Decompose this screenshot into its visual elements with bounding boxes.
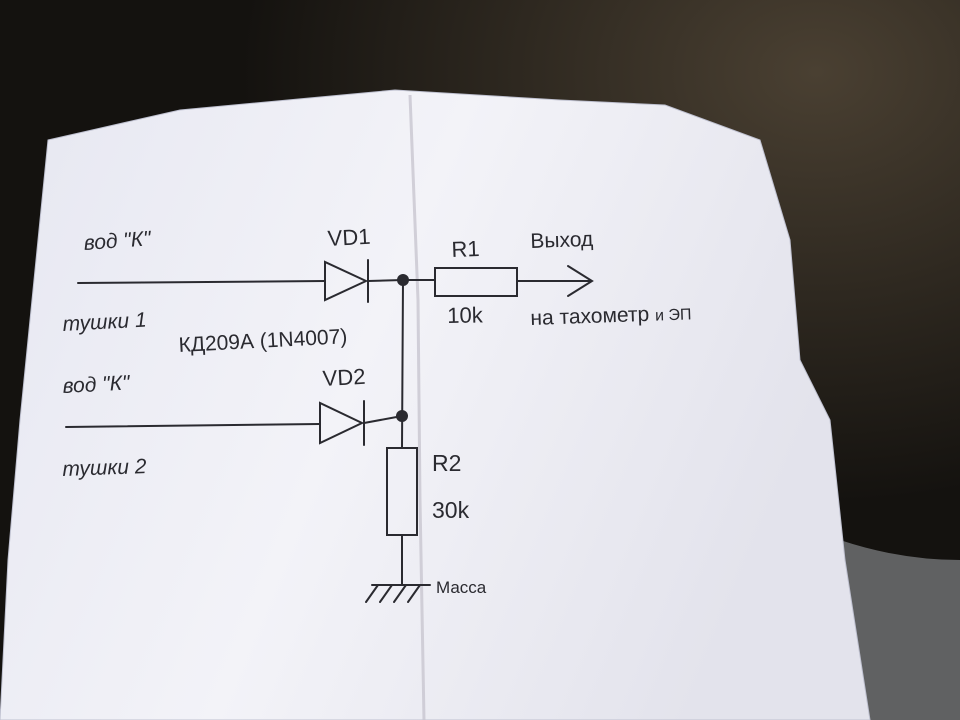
vd1-label: VD1 <box>327 223 372 251</box>
input1-wire <box>77 280 326 284</box>
vertical-bus <box>401 279 404 449</box>
paper-sheet <box>0 89 871 720</box>
input2-label-line1: вод "К" <box>62 371 131 398</box>
r1-value-label: 10k <box>447 302 483 328</box>
ground-symbol <box>365 584 431 603</box>
input1-label-line1: вод "К" <box>83 227 152 255</box>
input2-wire <box>65 423 321 428</box>
ground-label: Масса <box>436 578 487 597</box>
output-label: Выход <box>530 227 594 253</box>
output-destination-main: на тахометр <box>530 302 650 330</box>
output-destination-tail: и ЭП <box>654 306 692 325</box>
junction-dot-top <box>397 274 409 286</box>
input2-label-line2: тушки 2 <box>62 455 147 481</box>
paper-fold <box>408 94 426 720</box>
r2-label: R2 <box>432 450 462 476</box>
r1-label: R1 <box>451 236 480 262</box>
vd2-to-node-wire <box>363 415 403 424</box>
r2-value-label: 30k <box>432 497 470 523</box>
junction-dot-bottom <box>396 410 408 422</box>
output-arrow <box>567 265 594 297</box>
metal-part <box>840 540 960 720</box>
vd2-label: VD2 <box>322 363 367 391</box>
input1-label-line2: тушки 1 <box>62 308 148 336</box>
